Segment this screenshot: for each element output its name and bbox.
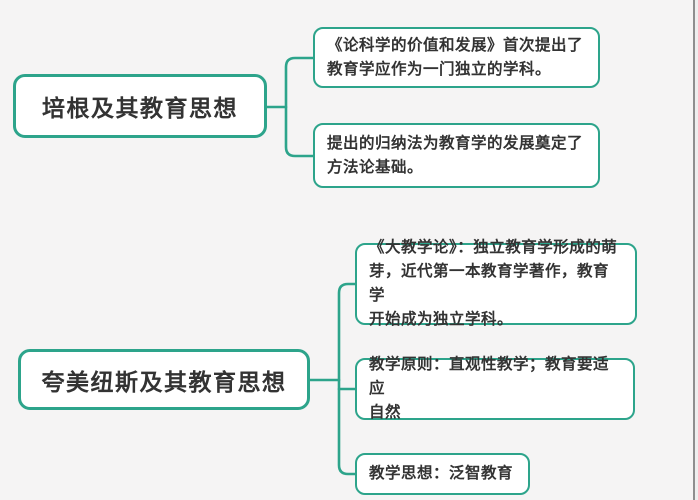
page-edge-divider — [693, 0, 695, 500]
subtopic-node-comenius-pansophia-label: 教学思想：泛智教育 — [369, 465, 514, 482]
subtopic-node-comenius-principles[interactable]: 教学原则：直观性教学；教育要适应 自然 — [355, 356, 635, 421]
subtopic-node-bacon-work[interactable]: 《论科学的价值和发展》首次提出了 教育学应作为一门独立的学科。 — [313, 27, 600, 88]
topic-node-bacon[interactable]: 培根及其教育思想 — [13, 74, 267, 138]
subtopic-node-bacon-induction-label: 提出的归纳法为教育学的发展奠定了 方法论基础。 — [327, 134, 584, 176]
subtopic-node-bacon-work-label: 《论科学的价值和发展》首次提出了 教育学应作为一门独立的学科。 — [327, 36, 584, 78]
topic-node-comenius[interactable]: 夸美纽斯及其教育思想 — [18, 349, 310, 410]
page-edge-strip — [695, 0, 698, 500]
subtopic-node-comenius-work[interactable]: 《大教学论》：独立教育学形成的萌 芽，近代第一本教育学著作，教育学 开始成为独立… — [355, 239, 637, 328]
topic-node-comenius-label: 夸美纽斯及其教育思想 — [41, 368, 287, 395]
subtopic-node-comenius-pansophia[interactable]: 教学思想：泛智教育 — [355, 453, 530, 495]
subtopic-node-comenius-principles-label: 教学原则：直观性教学；教育要适应 自然 — [369, 356, 610, 421]
connector-comenius-bracket — [337, 282, 357, 476]
subtopic-node-bacon-induction[interactable]: 提出的归纳法为教育学的发展奠定了 方法论基础。 — [313, 123, 600, 188]
topic-node-bacon-label: 培根及其教育思想 — [42, 95, 238, 121]
connector-bacon-bracket — [284, 56, 315, 158]
subtopic-node-comenius-work-label: 《大教学论》：独立教育学形成的萌 芽，近代第一本教育学著作，教育学 开始成为独立… — [369, 239, 618, 328]
